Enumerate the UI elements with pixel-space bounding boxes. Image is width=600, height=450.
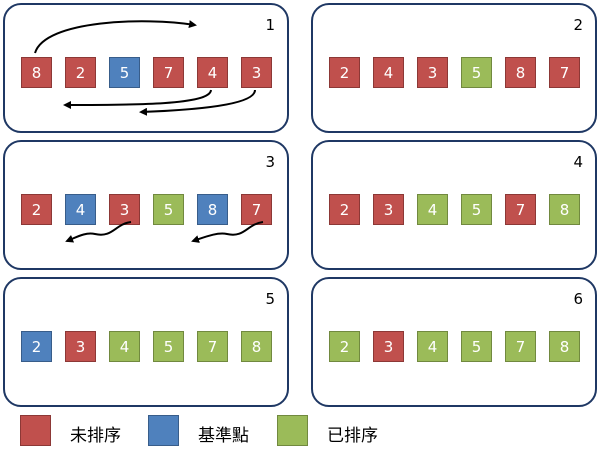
legend-label-sorted: 已排序 (327, 426, 378, 446)
array-item: 5 (109, 57, 140, 88)
array-item: 2 (21, 331, 52, 362)
array-item: 8 (21, 57, 52, 88)
legend-swatch-unsorted (20, 415, 51, 446)
array-item: 8 (549, 194, 580, 225)
array-item: 5 (461, 331, 492, 362)
legend-label-pivot: 基準點 (198, 426, 249, 446)
array-item: 2 (329, 194, 360, 225)
legend-label-unsorted: 未排序 (70, 426, 121, 446)
array-item: 7 (505, 194, 536, 225)
legend-swatch-pivot (148, 415, 179, 446)
array-item: 2 (329, 331, 360, 362)
step-panel-3: 3 2 4 3 5 8 7 (3, 140, 289, 270)
step-panel-1: 1 8 2 5 7 4 3 (3, 3, 289, 133)
arrow-curve (139, 89, 256, 116)
step-panel-5: 5 2 3 4 5 7 8 (3, 277, 289, 407)
step-number: 3 (265, 153, 275, 171)
array-item: 3 (373, 194, 404, 225)
array-item: 5 (153, 331, 184, 362)
array-item: 8 (197, 194, 228, 225)
array-item: 2 (65, 57, 96, 88)
array-item: 4 (109, 331, 140, 362)
legend-swatch-sorted (277, 415, 308, 446)
array-item: 3 (65, 331, 96, 362)
array-item: 3 (373, 331, 404, 362)
array-item: 8 (241, 331, 272, 362)
step-number: 6 (573, 290, 583, 308)
array-item: 7 (505, 331, 536, 362)
array-item: 5 (461, 57, 492, 88)
step-number: 4 (573, 153, 583, 171)
step-number: 1 (265, 16, 275, 34)
arrow-curve (34, 20, 197, 54)
array-item: 4 (65, 194, 96, 225)
array-item: 5 (153, 194, 184, 225)
arrow-curve (63, 89, 212, 109)
step-panel-4: 4 2 3 4 5 7 8 (311, 140, 597, 270)
array-item: 7 (197, 331, 228, 362)
array-item: 8 (549, 331, 580, 362)
array-item: 3 (109, 194, 140, 225)
array-item: 2 (329, 57, 360, 88)
array-item: 7 (153, 57, 184, 88)
array-item: 2 (21, 194, 52, 225)
array-item: 7 (549, 57, 580, 88)
array-item: 3 (417, 57, 448, 88)
array-item: 7 (241, 194, 272, 225)
array-item: 5 (461, 194, 492, 225)
array-item: 4 (373, 57, 404, 88)
step-panel-2: 2 2 4 3 5 8 7 (311, 3, 597, 133)
step-number: 5 (265, 290, 275, 308)
array-item: 3 (241, 57, 272, 88)
array-item: 4 (197, 57, 228, 88)
array-item: 8 (505, 57, 536, 88)
array-item: 4 (417, 331, 448, 362)
step-number: 2 (573, 16, 583, 34)
step-panel-6: 6 2 3 4 5 7 8 (311, 277, 597, 407)
array-item: 4 (417, 194, 448, 225)
